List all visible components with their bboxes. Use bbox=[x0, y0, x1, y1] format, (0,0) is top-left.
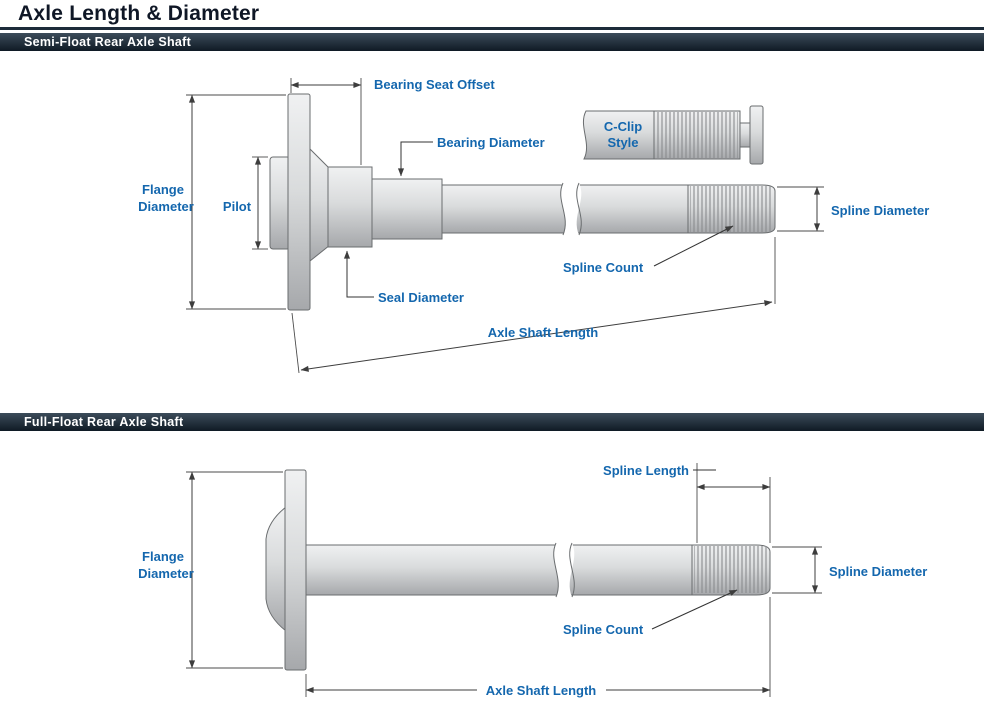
dim-axle-shaft-length: Axle Shaft Length bbox=[291, 237, 776, 374]
c-clip-spline-section bbox=[656, 112, 738, 158]
dim-spline-count: Spline Count bbox=[563, 589, 738, 637]
dim-spline-diameter: Spline Diameter bbox=[772, 546, 927, 594]
dim-line bbox=[300, 300, 773, 372]
label-spline-count: Spline Count bbox=[563, 260, 644, 275]
bearing-seat-shape bbox=[371, 178, 443, 240]
dim-seal-diameter: Seal Diameter bbox=[343, 250, 464, 305]
label-spline-diameter: Spline Diameter bbox=[831, 203, 929, 218]
flange-shape bbox=[284, 469, 307, 671]
label-flange-diameter-line2: Diameter bbox=[138, 199, 194, 214]
label-spline-diameter: Spline Diameter bbox=[829, 564, 927, 579]
c-clip-plate bbox=[749, 105, 764, 165]
dim-bearing-diameter: Bearing Diameter bbox=[397, 135, 545, 177]
pilot-shape bbox=[269, 156, 291, 250]
shaft-break-curve bbox=[553, 542, 559, 598]
shaft-break-gap bbox=[560, 183, 582, 235]
ext-line bbox=[291, 312, 300, 374]
label-c-clip-style-line1: C-Clip bbox=[604, 119, 642, 134]
label-c-clip-style-line2: Style bbox=[607, 135, 638, 150]
full-axle-drawing bbox=[265, 469, 771, 671]
section-header-full-float-label: Full-Float Rear Axle Shaft bbox=[24, 415, 184, 429]
label-spline-count: Spline Count bbox=[563, 622, 644, 637]
spline-section bbox=[694, 546, 768, 593]
leader-line bbox=[651, 589, 738, 630]
section-header-semi-float-label: Semi-Float Rear Axle Shaft bbox=[24, 35, 192, 49]
shaft-break-curve bbox=[560, 182, 566, 236]
semi-axle-drawing bbox=[269, 93, 776, 311]
dim-spline-length: Spline Length bbox=[603, 463, 771, 543]
label-bearing-diameter: Bearing Diameter bbox=[437, 135, 545, 150]
c-clip-inset: C-Clip Style bbox=[582, 105, 764, 165]
leader-line bbox=[653, 225, 734, 267]
spline-section bbox=[690, 186, 772, 232]
label-flange-diameter-line2: Diameter bbox=[138, 566, 194, 581]
label-flange-diameter-line1: Flange bbox=[142, 549, 184, 564]
section-header-full-float: Full-Float Rear Axle Shaft bbox=[0, 413, 984, 431]
dim-flange-diameter: Flange Diameter bbox=[138, 94, 286, 310]
seal-surface-shape bbox=[327, 166, 373, 248]
dim-bearing-seat-offset: Bearing Seat Offset bbox=[290, 77, 495, 165]
label-bearing-seat-offset: Bearing Seat Offset bbox=[374, 77, 495, 92]
dim-pilot: Pilot bbox=[223, 156, 268, 250]
dim-axle-shaft-length: Axle Shaft Length bbox=[305, 597, 771, 698]
full-float-diagram: Spline Length Flange Diameter Spline Dia… bbox=[138, 463, 927, 698]
dim-spline-count: Spline Count bbox=[563, 225, 734, 275]
label-axle-shaft-length: Axle Shaft Length bbox=[486, 683, 597, 698]
shaft-break-curve bbox=[576, 182, 582, 236]
shaft-break-curve bbox=[569, 542, 575, 598]
section-header-semi-float: Semi-Float Rear Axle Shaft bbox=[0, 33, 984, 51]
label-flange-diameter-line1: Flange bbox=[142, 182, 184, 197]
dim-flange-diameter: Flange Diameter bbox=[138, 471, 283, 669]
leader-line bbox=[343, 250, 374, 298]
label-spline-length: Spline Length bbox=[603, 463, 689, 478]
dim-spline-diameter: Spline Diameter bbox=[777, 186, 929, 232]
c-clip-groove-neck bbox=[739, 122, 751, 148]
hub-shape bbox=[265, 505, 287, 633]
leader-line bbox=[397, 141, 433, 177]
shaft-shape bbox=[305, 544, 771, 596]
flange-shape bbox=[287, 93, 311, 311]
title-underline bbox=[0, 27, 984, 30]
shaft-break-gap bbox=[553, 543, 575, 597]
label-axle-shaft-length: Axle Shaft Length bbox=[488, 325, 599, 340]
page-title: Axle Length & Diameter bbox=[18, 2, 260, 25]
label-seal-diameter: Seal Diameter bbox=[378, 290, 464, 305]
label-pilot: Pilot bbox=[223, 199, 252, 214]
hub-taper-shape bbox=[309, 147, 331, 263]
semi-float-diagram: C-Clip Style Bearing Seat Offset Bearing… bbox=[138, 77, 929, 374]
